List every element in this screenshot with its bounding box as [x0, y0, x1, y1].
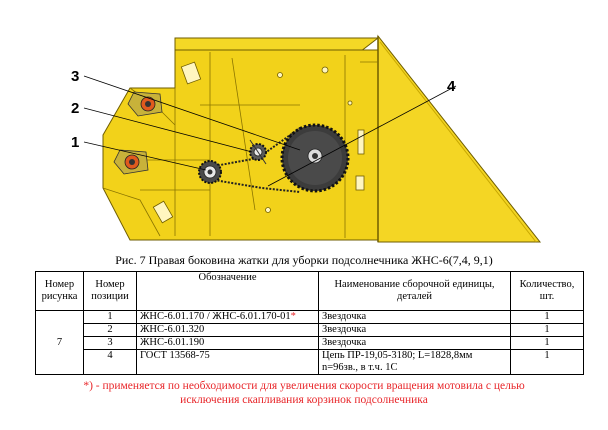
parts-table: Номер рисунка Номер позиции Обозначение …	[35, 271, 584, 375]
table-row: 3 ЖНС-6.01.190 Звездочка 1	[36, 336, 584, 350]
header-fig-num: Номер рисунка	[35, 271, 84, 311]
pos-cell: 1	[83, 310, 137, 324]
harvester-side-panel-drawing: 3 2 1 4	[71, 34, 542, 243]
drive-chain	[203, 127, 301, 193]
name-cell: Звездочка	[318, 310, 511, 324]
pos-cell: 2	[83, 323, 137, 337]
divider-wing	[377, 34, 542, 243]
designation-cell: ЖНС-6.01.320	[136, 323, 319, 337]
name-cell: Звездочка	[318, 336, 511, 350]
callout-4: 4	[447, 78, 456, 95]
designation-cell: ЖНС-6.01.190	[136, 336, 319, 350]
name-cell: Звездочка	[318, 323, 511, 337]
figure-number-cell: 7	[35, 310, 84, 375]
panel-slots	[152, 61, 365, 224]
table-row: 7 1 ЖНС-6.01.170 / ЖНС-6.01.170-01* Звез…	[35, 310, 584, 375]
table-row: 4 ГОСТ 13568-75 Цепь ПР-19,05-3180; L=18…	[36, 349, 584, 375]
footnote-line-1: *) - применяется по необходимости для ув…	[83, 380, 525, 392]
header-pos-num: Номер позиции	[83, 271, 137, 311]
figure-caption: Рис. 7 Правая боковина жатки для уборки …	[115, 253, 493, 267]
footnote-mark: *	[290, 311, 296, 322]
bearing-flange-bottom	[113, 149, 149, 175]
qty-cell: 1	[510, 349, 584, 375]
callout-3: 3	[71, 68, 79, 85]
footnote-line-2: исключения скапливания корзинок подсолне…	[180, 394, 428, 406]
table-row: 2 ЖНС-6.01.320 Звездочка 1	[36, 323, 584, 337]
name-cell-line2: n=96зв., в т.ч. 1С	[318, 362, 511, 375]
pos-cell: 3	[83, 336, 137, 350]
designation-cell: ЖНС-6.01.170 / ЖНС-6.01.170-01*	[136, 310, 319, 324]
qty-cell: 1	[510, 310, 584, 324]
sprocket-3	[280, 123, 350, 193]
bearing-flange-top	[127, 91, 163, 117]
callout-1: 1	[71, 134, 79, 151]
table-row-continuation: n=96зв., в т.ч. 1С	[36, 362, 584, 375]
callout-leaders	[83, 75, 457, 187]
sprocket-1	[198, 160, 222, 184]
designation-cell: ГОСТ 13568-75	[136, 349, 319, 375]
footnote: *) - применяется по необходимости для ув…	[0, 379, 608, 407]
header-name: Наименование сборочной единицы, деталей	[318, 271, 511, 311]
name-cell: Цепь ПР-19,05-3180; L=1828,8мм	[318, 349, 511, 362]
callout-2: 2	[71, 100, 79, 117]
pos-cell: 4	[83, 349, 137, 375]
qty-cell: 1	[510, 336, 584, 350]
qty-cell: 1	[510, 323, 584, 337]
sprocket-2	[249, 139, 267, 165]
table-header-row: Номер рисунка Номер позиции Обозначение …	[35, 271, 584, 311]
header-designation: Обозначение	[136, 271, 319, 311]
header-qty: Количество, шт.	[510, 271, 584, 311]
